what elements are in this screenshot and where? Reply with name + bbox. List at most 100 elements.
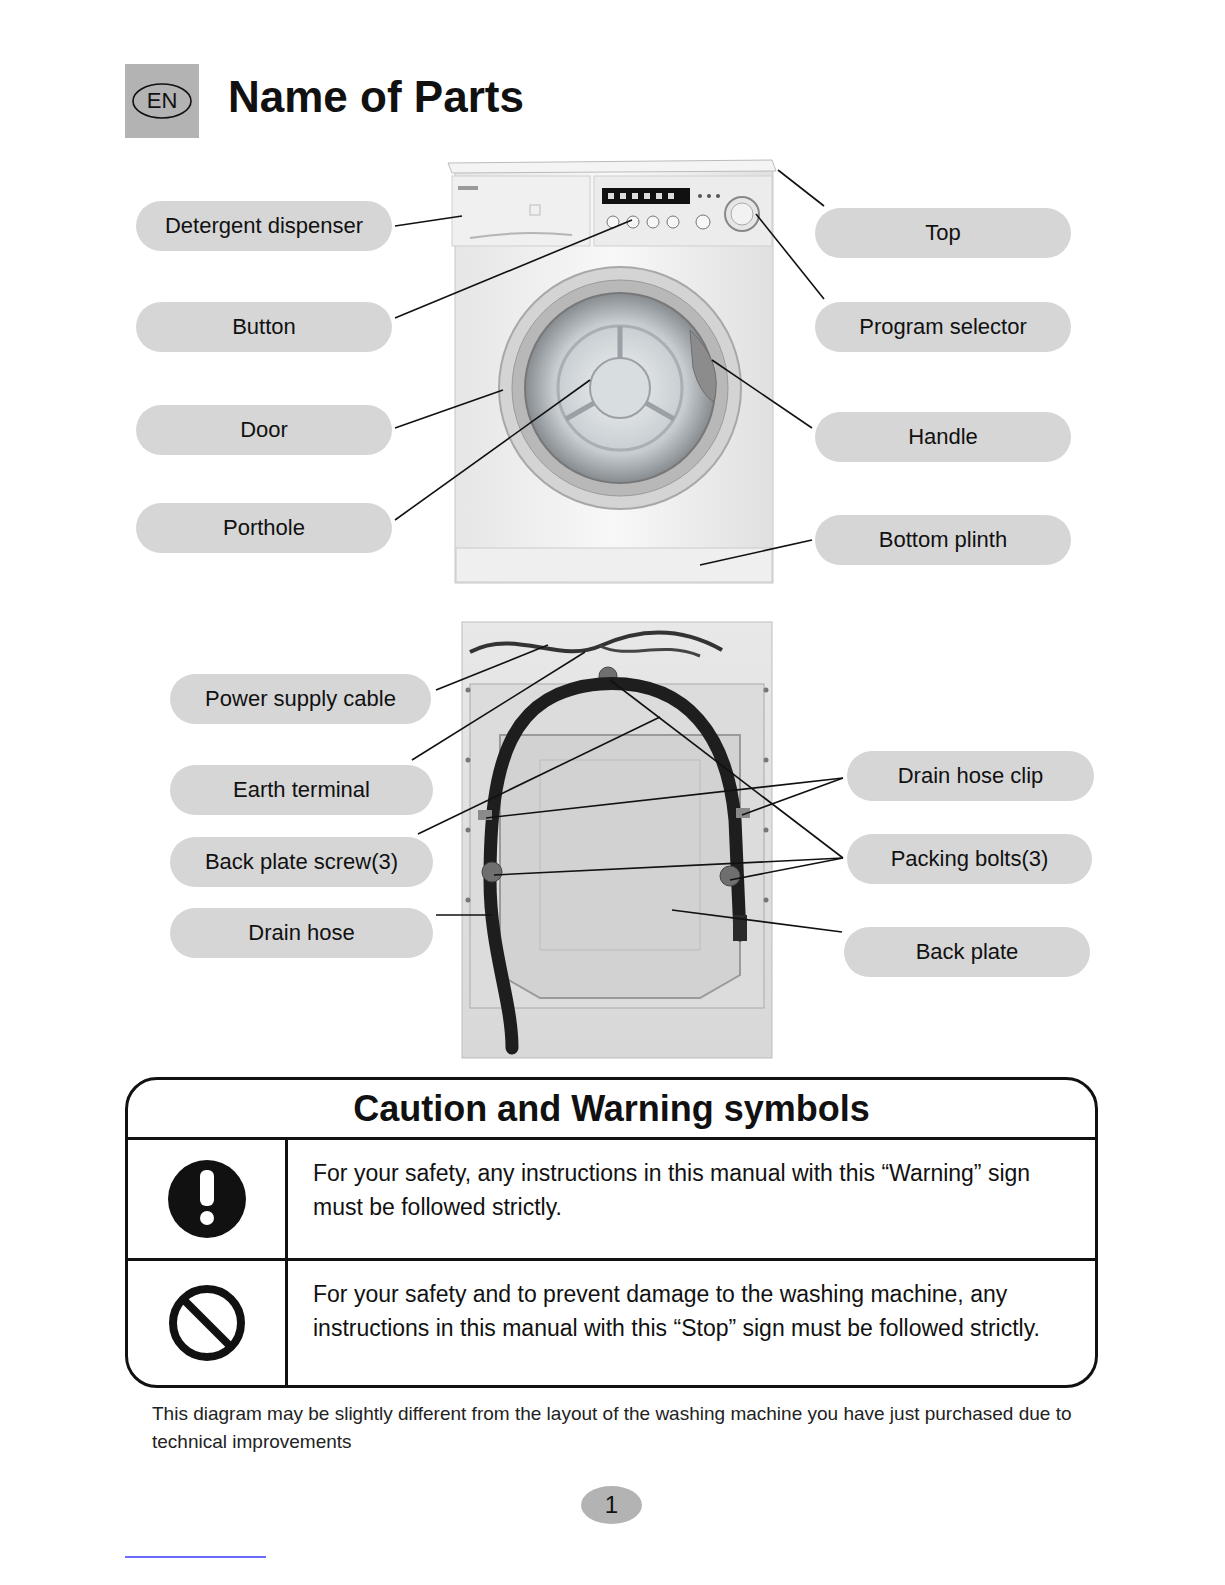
part-name: Earth terminal	[233, 777, 370, 803]
leader-lines-part	[412, 652, 585, 760]
leader-lines-part	[486, 778, 843, 818]
washer-back-part	[478, 810, 492, 820]
warning-symbol	[168, 1160, 246, 1238]
leader-lines-part	[395, 216, 462, 226]
part-name: Detergent dispenser	[165, 213, 363, 239]
washer-back-part	[466, 688, 471, 693]
washer-front-part	[608, 193, 614, 199]
washer-front-part	[696, 215, 710, 229]
part-name: Button	[232, 314, 296, 340]
washer-front-part	[668, 193, 674, 199]
leader-lines-part	[395, 380, 590, 520]
leader-lines-part	[756, 214, 824, 299]
part-label: Drain hose clip	[847, 751, 1094, 801]
leader-lines-part	[436, 914, 492, 916]
diagram-note: This diagram may be slightly different f…	[152, 1400, 1087, 1456]
washer-front-part	[458, 186, 478, 190]
washer-front-part	[632, 193, 638, 199]
part-label: Packing bolts(3)	[847, 834, 1092, 884]
part-name: Drain hose	[248, 920, 354, 946]
leader-lines-part	[436, 645, 548, 690]
part-label: Back plate	[844, 927, 1090, 977]
page-number: 1	[605, 1491, 618, 1519]
edge-mark	[125, 1556, 266, 1558]
washer-front-part	[731, 203, 753, 225]
stop-symbol	[183, 1299, 231, 1347]
washer-back-part	[764, 898, 769, 903]
symbol-cell	[128, 1261, 288, 1385]
leader-lines-part	[730, 858, 843, 880]
washer-front-part	[644, 193, 650, 199]
part-label: Button	[136, 302, 392, 352]
part-name: Porthole	[223, 515, 305, 541]
washer-back-part	[470, 632, 722, 652]
page-title: Name of Parts	[228, 72, 524, 122]
part-name: Top	[925, 220, 960, 246]
washer-back-part	[466, 898, 471, 903]
part-label: Bottom plinth	[815, 515, 1071, 565]
part-name: Packing bolts(3)	[891, 846, 1049, 872]
washer-back-part	[462, 622, 772, 1058]
leader-lines-part	[672, 910, 842, 932]
washer-front-part	[716, 194, 720, 198]
washer-front-part	[456, 548, 772, 582]
part-name: Handle	[908, 424, 978, 450]
part-label: Earth terminal	[170, 765, 433, 815]
washer-front-part	[512, 280, 728, 496]
warning-text: For your safety, any instructions in thi…	[313, 1156, 1077, 1224]
washer-back-part	[764, 828, 769, 833]
part-name: Bottom plinth	[879, 527, 1007, 553]
leader-lines-part	[742, 778, 843, 815]
washer-front-part	[647, 216, 659, 228]
washer-front	[448, 160, 776, 583]
leader-lines-part	[610, 680, 843, 858]
washer-front-part	[602, 188, 690, 204]
caution-row: For your safety and to prevent damage to…	[128, 1258, 1095, 1385]
warning-symbol	[165, 1157, 249, 1241]
part-label: Top	[815, 208, 1071, 258]
washer-back-part	[764, 688, 769, 693]
part-label: Porthole	[136, 503, 392, 553]
caution-row: For your safety, any instructions in thi…	[128, 1137, 1095, 1258]
part-label: Handle	[815, 412, 1071, 462]
washer-front-part	[594, 176, 772, 246]
part-label: Detergent dispenser	[136, 201, 392, 251]
page-number: 1	[581, 1486, 642, 1524]
warning-symbol	[200, 1211, 214, 1225]
part-label: Door	[136, 405, 392, 455]
washer-front-part	[667, 216, 679, 228]
washer-back-part	[540, 760, 700, 950]
washer-back-part	[482, 862, 502, 882]
stop-symbol	[173, 1289, 241, 1357]
leader-lines-part	[778, 170, 824, 206]
washer-back	[462, 622, 772, 1058]
washer-back-part	[600, 646, 700, 656]
washer-back-part	[466, 828, 471, 833]
washer-back-part	[466, 758, 471, 763]
washer-back-part	[500, 735, 740, 998]
part-name: Power supply cable	[205, 686, 396, 712]
warning-symbol	[200, 1170, 214, 1206]
part-name: Back plate screw(3)	[205, 849, 398, 875]
washer-front-part	[707, 194, 711, 198]
language-code: EN	[147, 88, 178, 114]
washer-front-part	[558, 326, 682, 450]
washer-front-part	[530, 205, 540, 215]
washer-back-part	[720, 866, 740, 886]
part-name: Back plate	[916, 939, 1019, 965]
washer-front-part	[448, 160, 776, 173]
part-label: Drain hose	[170, 908, 433, 958]
washer-front-part	[620, 193, 626, 199]
badge-ring	[133, 84, 191, 118]
part-name: Drain hose clip	[898, 763, 1044, 789]
leader-lines	[395, 170, 843, 932]
language-badge: EN	[125, 64, 199, 138]
washer-front-part	[452, 176, 590, 246]
washer-front-part	[525, 293, 715, 483]
washer-front-part	[470, 233, 572, 238]
table-heading: Caution and Warning symbols	[128, 1080, 1095, 1137]
washer-front-part	[725, 197, 759, 231]
caution-table: For your safety, any instructions in thi…	[125, 1077, 1098, 1388]
washer-front-part	[656, 193, 662, 199]
